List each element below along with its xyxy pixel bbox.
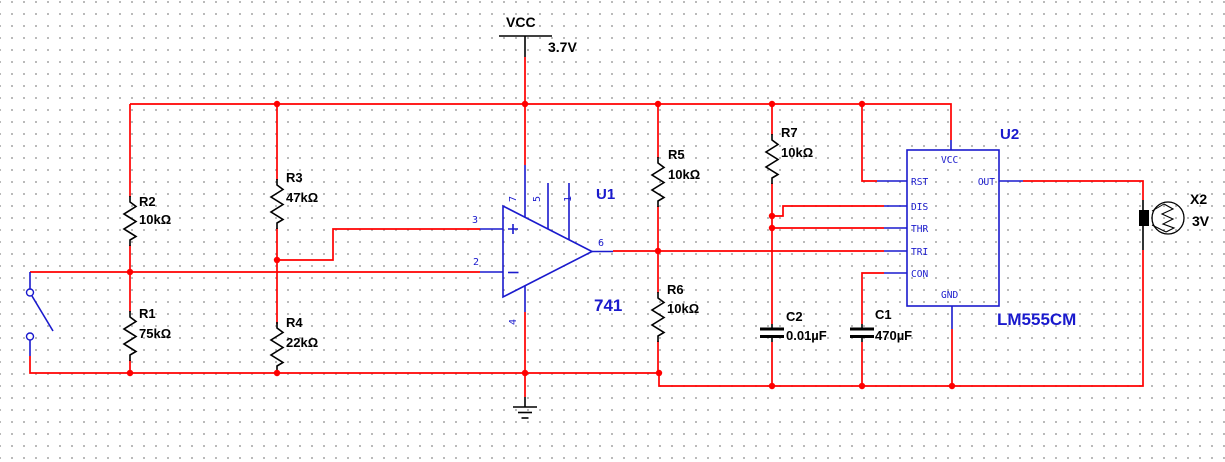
r7-ref: R7	[781, 125, 798, 140]
r7-value: 10kΩ	[781, 145, 813, 160]
c1-ref: C1	[875, 307, 892, 322]
lamp-base	[1139, 210, 1149, 226]
r1-value: 75kΩ	[139, 326, 171, 341]
junction-dots	[126, 100, 956, 390]
timer-u2[interactable]: VCC RST OUT DIS THR TRI CON GND U2 LM555…	[877, 126, 1076, 329]
r6-value: 10kΩ	[667, 301, 699, 316]
r5-value: 10kΩ	[668, 167, 700, 182]
u2-pin-tri: TRI	[911, 247, 928, 258]
resistor-r5[interactable]: R5 10kΩ	[651, 147, 700, 208]
wires	[29, 57, 1144, 397]
u1-ref: U1	[596, 186, 615, 203]
wire-out-lamp[interactable]	[1023, 180, 1144, 200]
r2-value: 10kΩ	[139, 212, 171, 227]
wire-dis[interactable]	[772, 205, 884, 217]
r3-value: 47kΩ	[286, 190, 318, 205]
x2-ref: X2	[1190, 191, 1207, 207]
u2-pin-vcc: VCC	[941, 155, 958, 166]
wire-vcc-rail[interactable]	[130, 103, 952, 140]
resistor-r2[interactable]: R2 10kΩ	[123, 194, 171, 247]
u2-pin-thr: THR	[911, 224, 928, 235]
wire-ground-rail[interactable]	[29, 250, 1144, 387]
r4-ref: R4	[286, 315, 303, 330]
c2-value: 0.01µF	[786, 328, 827, 343]
u1-pin4: 4	[508, 319, 519, 325]
c2-ref: C2	[786, 309, 803, 324]
c1-value: 470µF	[875, 328, 912, 343]
switch-blade[interactable]	[31, 295, 54, 332]
u1-pin1: 1	[563, 196, 574, 202]
u2-pin-con: CON	[911, 269, 928, 280]
plus-sign-icon	[508, 224, 518, 234]
resistor-r4[interactable]: R4 22kΩ	[270, 315, 318, 373]
ground-icon[interactable]	[513, 397, 537, 419]
spst-switch[interactable]	[25, 272, 54, 356]
capacitor-c2[interactable]: C2 0.01µF	[758, 309, 827, 344]
x2-value: 3V	[1192, 213, 1210, 229]
u1-part: 741	[594, 296, 622, 315]
resistor-r6[interactable]: R6 10kΩ	[651, 282, 699, 343]
resistor-r7[interactable]: R7 10kΩ	[765, 125, 813, 185]
lamp-filament-icon	[1160, 203, 1176, 233]
lamp-x2[interactable]: X2 3V	[1139, 191, 1210, 250]
u2-part: LM555CM	[997, 310, 1076, 329]
r6-ref: R6	[667, 282, 684, 297]
wire-con-c1[interactable]	[861, 272, 884, 324]
resistor-r3[interactable]: R3 47kΩ	[270, 170, 318, 230]
vcc-voltage: 3.7V	[548, 39, 577, 55]
vcc-source[interactable]: VCC 3.7V	[499, 14, 577, 57]
u2-pin-rst: RST	[911, 177, 928, 188]
u1-pin3: 3	[472, 215, 478, 226]
r2-ref: R2	[139, 194, 156, 209]
u1-pin2: 2	[473, 257, 479, 268]
u2-pin-out: OUT	[978, 177, 995, 188]
resistor-r1[interactable]: R1 75kΩ	[123, 306, 171, 362]
wire-noninverting-input[interactable]	[277, 228, 480, 261]
opamp-u1[interactable]: 3 2 6 7 5 1 4 U1 741	[472, 165, 622, 325]
r3-ref: R3	[286, 170, 303, 185]
u1-pin7: 7	[508, 196, 519, 202]
wire-rst[interactable]	[861, 104, 877, 182]
u2-pin-gnd: GND	[941, 290, 958, 301]
capacitor-c1[interactable]: C1 470µF	[848, 307, 912, 344]
u1-pin6: 6	[598, 238, 604, 249]
r1-ref: R1	[139, 306, 156, 321]
u2-ref: U2	[1000, 126, 1019, 143]
u1-pin5: 5	[532, 196, 543, 202]
r5-ref: R5	[668, 147, 685, 162]
u2-pin-dis: DIS	[911, 202, 928, 213]
r4-value: 22kΩ	[286, 335, 318, 350]
vcc-label: VCC	[506, 14, 536, 30]
